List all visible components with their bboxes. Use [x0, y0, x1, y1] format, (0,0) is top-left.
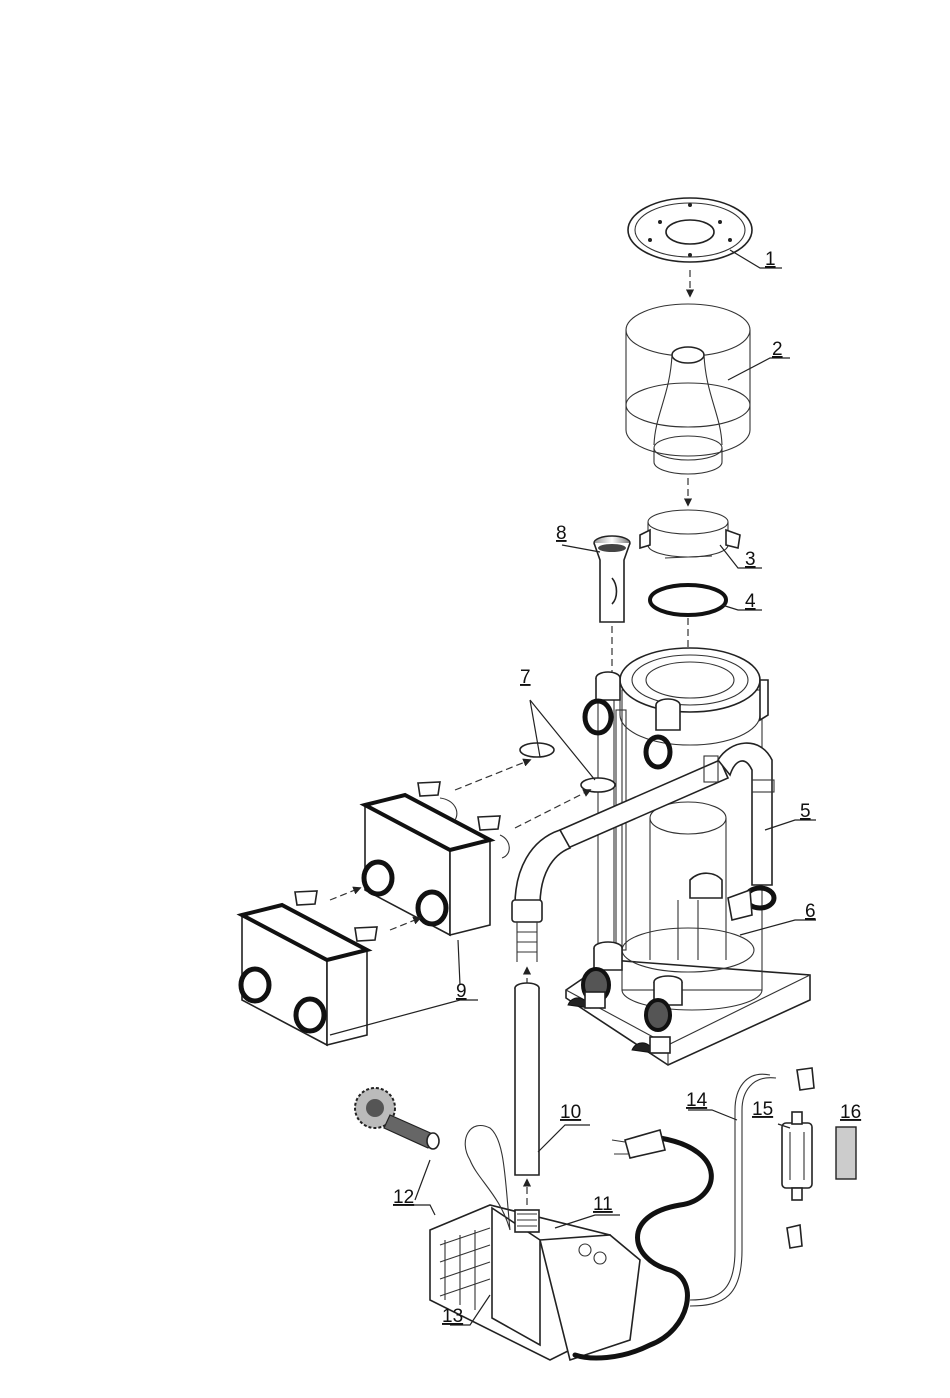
label-14: 14 — [686, 1090, 708, 1111]
label-9: 9 — [456, 981, 467, 1002]
label-8: 8 — [556, 523, 567, 544]
part-needle-wheel — [355, 1088, 439, 1149]
label-5: 5 — [800, 801, 811, 822]
part-tube — [515, 983, 539, 1175]
label-4: 4 — [745, 591, 756, 612]
label-2: 2 — [772, 339, 783, 360]
label-13: 13 — [442, 1306, 463, 1327]
part-gaskets — [520, 743, 615, 792]
label-10: 10 — [560, 1102, 581, 1123]
part-collection-cup — [626, 304, 750, 474]
leader-lines — [330, 250, 816, 1325]
part-recirculation-pipe — [512, 743, 774, 962]
part-box-lower — [241, 891, 377, 1045]
label-12: 12 — [393, 1187, 414, 1208]
part-box-upper — [364, 782, 509, 935]
label-16: 16 — [840, 1102, 861, 1123]
part-sleeve — [836, 1127, 856, 1179]
part-check-valve — [782, 1068, 814, 1248]
label-7: 7 — [520, 667, 531, 688]
label-1: 1 — [765, 249, 776, 270]
label-11: 11 — [593, 1194, 613, 1215]
part-pipe — [594, 536, 630, 622]
part-skimmer-body — [566, 648, 810, 1065]
label-15: 15 — [752, 1099, 773, 1120]
part-o-ring — [650, 585, 726, 615]
label-6: 6 — [805, 901, 816, 922]
label-3: 3 — [745, 549, 756, 570]
